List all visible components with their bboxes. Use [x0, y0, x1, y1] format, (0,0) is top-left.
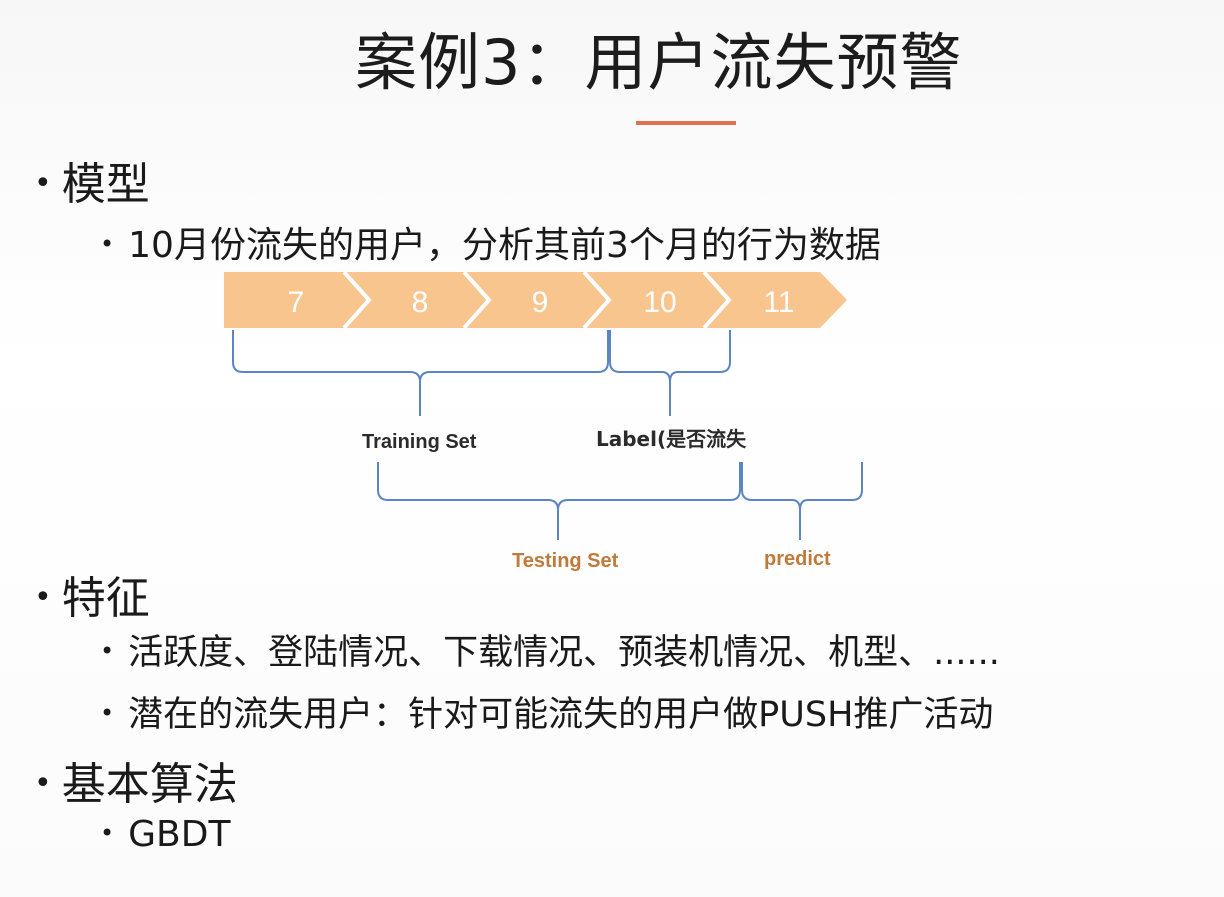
bullet-item-text: 10月份流失的用户，分析其前3个月的行为数据	[128, 225, 881, 266]
chevron-separator	[342, 270, 372, 330]
bullet-item-features-1: • 活跃度、登陆情况、下载情况、预装机情况、机型、......	[100, 624, 1000, 675]
training-bracket	[232, 330, 609, 416]
bullet-heading-text: 模型	[61, 159, 150, 210]
bullet-dot: •	[100, 699, 115, 727]
bullet-item-text: 活跃度、登陆情况、下载情况、预装机情况、机型、......	[128, 633, 1000, 673]
bullet-dot: •	[34, 579, 52, 615]
bullet-dot: •	[100, 819, 115, 847]
bullet-heading-model: •模型	[34, 148, 150, 212]
label-bracket	[609, 330, 731, 416]
month-label-7: 7	[288, 286, 305, 319]
predict-bracket	[741, 462, 863, 540]
bullet-heading-text: 基本算法	[61, 759, 238, 810]
month-chevron-11	[704, 272, 847, 328]
bullet-heading-features: •特征	[34, 562, 150, 626]
testing-set-label: Testing Set	[512, 550, 619, 572]
month-label-10: 10	[643, 286, 676, 319]
month-label-8: 8	[412, 286, 429, 319]
bullet-dot: •	[100, 637, 115, 665]
month-chevron-9	[464, 272, 612, 328]
bullet-item-model-1: • 10月份流失的用户，分析其前3个月的行为数据	[100, 216, 881, 268]
title-underline	[636, 121, 736, 125]
bullet-item-text: 潜在的流失用户：针对可能流失的用户做PUSH推广活动	[128, 695, 994, 735]
training-set-label: Training Set	[362, 431, 477, 453]
testing-bracket	[377, 462, 741, 540]
bullet-heading-algorithm: •基本算法	[34, 748, 238, 812]
month-label-11: 11	[763, 286, 794, 319]
bullet-item-algorithm-1: • GBDT	[100, 814, 230, 855]
page-title: 案例3：用户流失预警	[355, 26, 963, 99]
bullet-dot: •	[34, 765, 52, 801]
chevron-separator	[462, 270, 492, 330]
bullet-item-text: GBDT	[128, 814, 231, 855]
bullet-dot: •	[34, 165, 52, 201]
label-churn-label: Label(是否流失	[596, 427, 747, 451]
bullet-dot: •	[100, 230, 115, 258]
predict-label: predict	[764, 548, 831, 570]
bullet-heading-text: 特征	[61, 573, 150, 624]
month-chevron-10	[584, 272, 732, 328]
chevron-separator	[702, 270, 732, 330]
month-label-9: 9	[532, 286, 549, 319]
month-chevron-7	[224, 272, 372, 328]
chevron-separator	[582, 270, 612, 330]
bullet-item-features-2: • 潜在的流失用户：针对可能流失的用户做PUSH推广活动	[100, 686, 993, 737]
month-chevron-8	[344, 272, 492, 328]
